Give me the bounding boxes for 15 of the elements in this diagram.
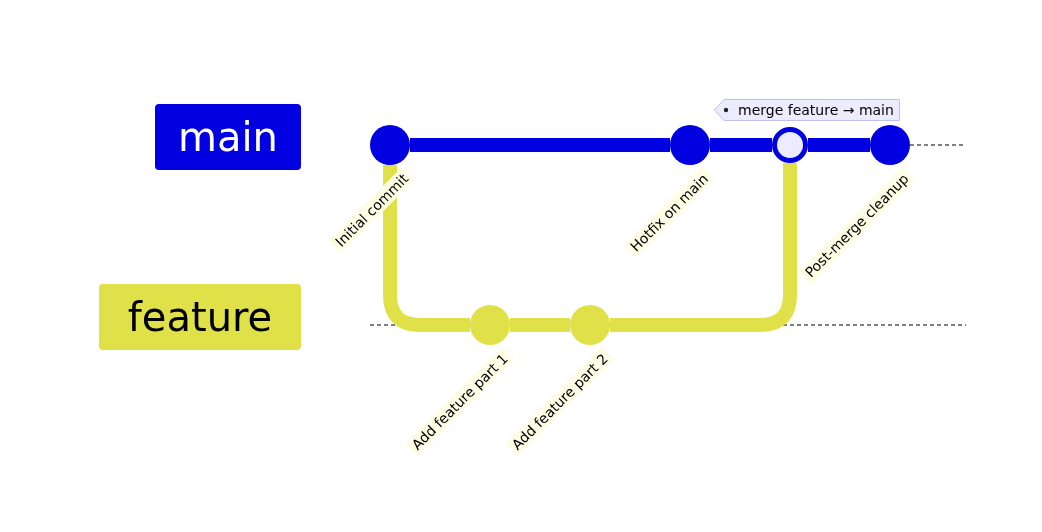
branch-label: main	[155, 104, 301, 170]
commit-dot	[670, 125, 710, 165]
branch-label: feature	[99, 284, 301, 350]
branch-line	[808, 138, 870, 152]
commit-dot	[570, 305, 610, 345]
branch-line	[410, 138, 670, 152]
commit-dot	[370, 125, 410, 165]
branch-line	[383, 165, 470, 332]
commit-dot	[470, 305, 510, 345]
merge-commit-dot	[772, 127, 808, 163]
commit-tag: merge feature → main	[714, 99, 900, 121]
branch-line	[510, 318, 570, 332]
commit-dot	[870, 125, 910, 165]
branch-line	[710, 138, 772, 152]
branch-line	[610, 163, 797, 332]
